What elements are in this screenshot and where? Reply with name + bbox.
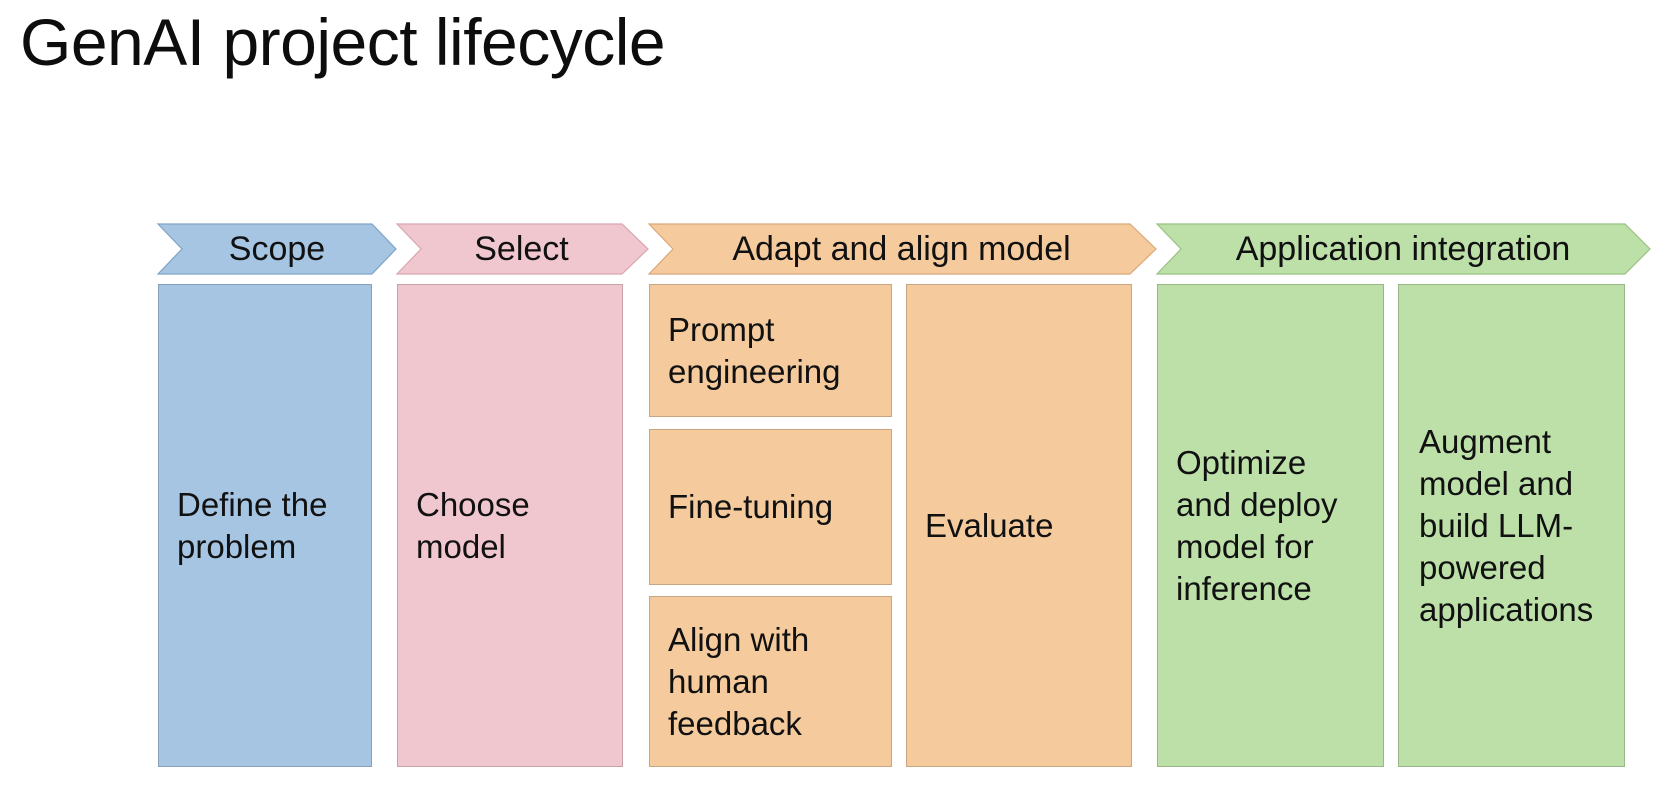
- optimize-deploy-text: Optimize and deploy model for inference: [1176, 443, 1338, 607]
- augment-model-text: Augment model and build LLM- powered app…: [1419, 422, 1594, 628]
- align-human-feedback-text: Align with human feedback: [668, 620, 810, 742]
- evaluate-text: Evaluate: [925, 506, 1054, 544]
- prompt-engineering-box: Prompt engineering: [649, 284, 892, 417]
- optimize-deploy-box: Optimize and deploy model for inference: [1157, 284, 1384, 767]
- choose-model-box: Choose model: [397, 284, 623, 767]
- fine-tuning-text: Fine-tuning: [668, 488, 834, 525]
- select-chevron: [395, 223, 649, 275]
- adapt-label: Adapt and align model: [732, 230, 1071, 268]
- fine-tuning-box: Fine-tuning: [649, 429, 892, 585]
- integration-chevron: [1155, 223, 1651, 275]
- define-problem-text: Define the problem: [177, 485, 328, 565]
- prompt-engineering-text: Prompt engineering: [668, 310, 841, 390]
- align-human-feedback-box: Align with human feedback: [649, 596, 892, 767]
- evaluate-box: Evaluate: [906, 284, 1132, 767]
- integration-label: Application integration: [1235, 230, 1571, 268]
- define-problem-box: Define the problem: [158, 284, 372, 767]
- augment-model-box: Augment model and build LLM- powered app…: [1398, 284, 1625, 767]
- page-title: GenAI project lifecycle: [20, 5, 666, 79]
- select-label: Select: [474, 230, 569, 268]
- choose-model-text: Choose model: [416, 485, 530, 565]
- scope-chevron: [156, 223, 397, 275]
- adapt-chevron: [647, 223, 1157, 275]
- scope-label: Scope: [228, 230, 326, 268]
